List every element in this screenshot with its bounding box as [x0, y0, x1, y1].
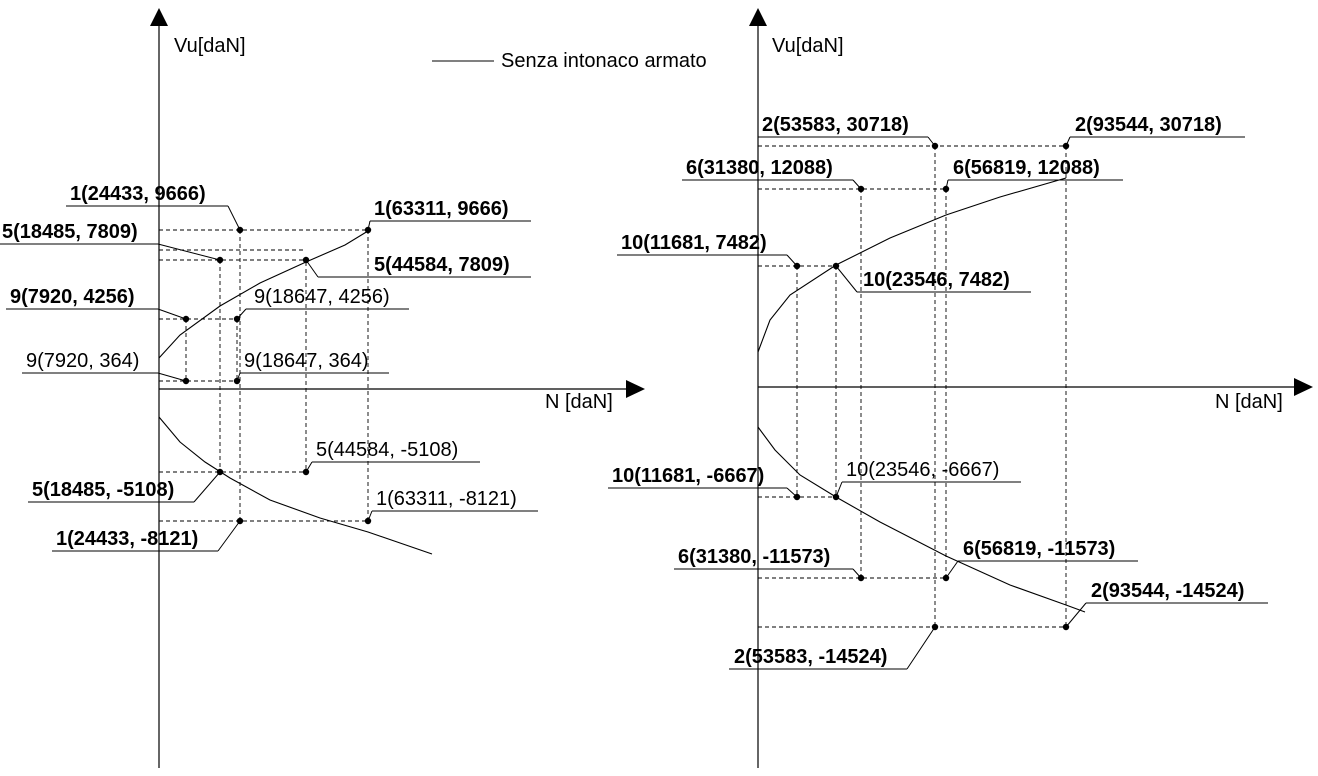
label-leader: [227, 205, 241, 231]
point-label: 9(7920, 4256): [10, 286, 135, 308]
y-axis-label-left: Vu[daN]: [174, 35, 246, 57]
point-label: 6(56819, 12088): [953, 157, 1100, 179]
y-axis-arrow-left: [150, 8, 168, 26]
x-axis-label-left: N [daN]: [545, 391, 613, 413]
point-label: 1(24433, 9666): [70, 183, 206, 205]
curve-positive: [757, 177, 1067, 353]
curve-negative: [158, 416, 433, 555]
domain-curve-right: [757, 177, 1086, 613]
label-leader: [786, 254, 798, 267]
point-label: 2(93544, 30718): [1075, 114, 1222, 136]
point-label: 6(56819, -11573): [963, 538, 1115, 560]
point-label: 1(24433, -8121): [56, 528, 198, 550]
curve-negative: [757, 426, 1086, 613]
dashed-guides-left: [159, 229, 369, 522]
label-leader: [367, 220, 371, 231]
label-leader: [305, 461, 313, 473]
legend-left: Senza intonaco armato: [432, 50, 707, 72]
y-axis-arrow-right: [749, 8, 767, 26]
label-leader: [157, 308, 187, 320]
point-label: 5(18485, -5108): [32, 479, 174, 501]
point-label: 9(7920, 364): [26, 350, 139, 372]
point-label: 9(18647, 364): [244, 350, 369, 372]
y-axis-label-right: Vu[daN]: [772, 35, 844, 57]
label-leader: [786, 487, 798, 498]
domain-curve-left: [158, 230, 433, 555]
point-label: 6(31380, -11573): [678, 546, 830, 568]
label-leader: [835, 265, 858, 293]
label-leader: [193, 471, 221, 503]
points-left: 1(24433, 9666) 1(63311, 9666) 5(18485, 780…: [0, 183, 538, 552]
label-leader: [367, 510, 373, 522]
label-leader: [157, 372, 187, 382]
label-leader: [236, 372, 241, 382]
curve-positive: [158, 230, 369, 359]
point-label: 1(63311, -8121): [376, 488, 517, 510]
dashed-guides-right: [758, 145, 1067, 628]
points-right: 2(53583, 30718) 2(93544, 30718) 6(31380, 1…: [608, 114, 1268, 670]
chart-left: Vu[daN] N [daN] Senza intonaco armato 1(…: [0, 8, 707, 768]
point-label: 10(23546, -6667): [846, 459, 999, 481]
legend-entry: Senza intonaco armato: [501, 50, 707, 72]
point-label: 1(63311, 9666): [374, 198, 509, 220]
label-leader: [927, 136, 936, 147]
label-leader: [852, 568, 862, 579]
point-label: 2(93544, -14524): [1091, 580, 1244, 602]
point-label: 2(53583, 30718): [762, 114, 909, 136]
x-axis-arrow-right: [1294, 378, 1313, 396]
label-leader: [835, 481, 843, 498]
point-label: 10(11681, -6667): [612, 465, 764, 487]
point-label: 10(11681, 7482): [621, 232, 767, 254]
chart-right: Vu[daN] N [daN] 2(53583, 30718) 2(93544, …: [608, 8, 1313, 768]
point-label: 9(18647, 4256): [254, 286, 390, 308]
point-label: 6(31380, 12088): [686, 157, 833, 179]
label-leader: [906, 626, 936, 670]
point-label: 5(44584, -5108): [316, 439, 458, 461]
label-leader: [1065, 136, 1071, 147]
label-leader: [217, 520, 241, 552]
x-axis-arrow-left: [626, 380, 645, 398]
point-label: 10(23546, 7482): [863, 269, 1010, 291]
label-leader: [945, 560, 959, 579]
label-leader: [157, 243, 221, 261]
point-label: 2(53583, -14524): [734, 646, 887, 668]
label-leader: [852, 179, 862, 190]
point-label: 5(18485, 7809): [2, 221, 138, 243]
label-leader: [236, 308, 247, 320]
axes-right: Vu[daN] N [daN]: [749, 8, 1313, 768]
label-leader: [305, 259, 319, 278]
point-label: 5(44584, 7809): [374, 254, 510, 276]
label-leader: [1065, 602, 1087, 628]
axes-left: Vu[daN] N [daN]: [150, 8, 645, 768]
x-axis-label-right: N [daN]: [1215, 391, 1283, 413]
label-leader: [945, 179, 949, 190]
